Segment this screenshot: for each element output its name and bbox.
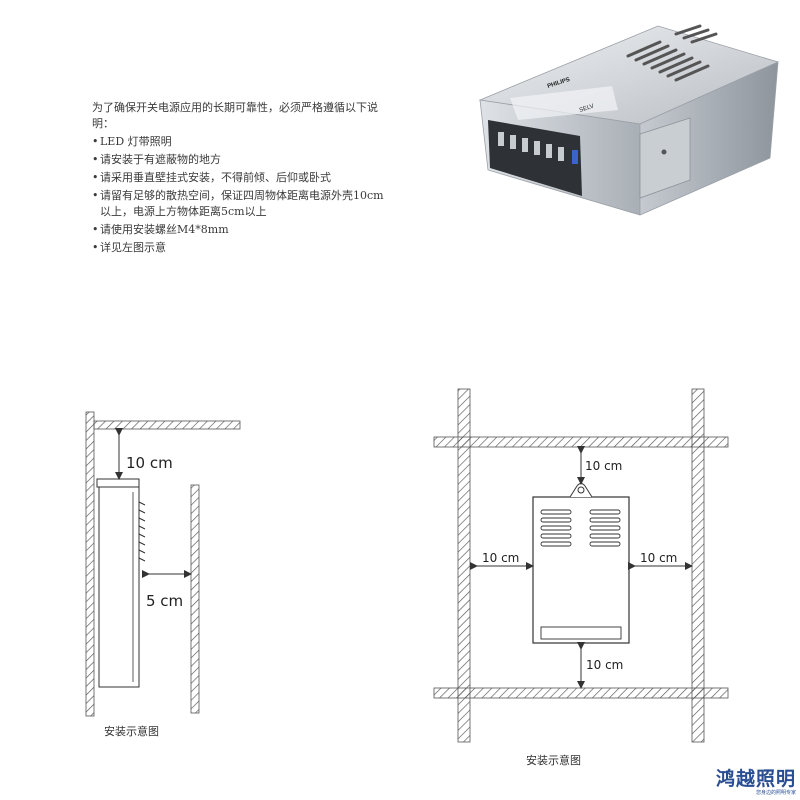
bottom-beam — [433, 687, 729, 699]
right-wall — [190, 484, 200, 714]
front-diagram-caption: 安装示意图 — [526, 754, 581, 767]
side-diagram-caption: 安装示意图 — [104, 725, 159, 738]
left-wall — [85, 411, 95, 717]
instruction-item: LED 灯带照明 — [92, 134, 392, 150]
side-top-clearance-label: 10 cm — [126, 454, 173, 472]
power-supply-side — [98, 486, 140, 688]
installation-instructions: 为了确保开关电源应用的长期可靠性，必须严格遵循以下说明： LED 灯带照明 请安… — [92, 100, 392, 258]
front-left-clearance-label: 10 cm — [482, 551, 519, 565]
logo-name: 鸿越照明 — [715, 768, 796, 790]
top-beam — [433, 436, 729, 448]
instruction-item: 请安装于有遮蔽物的地方 — [92, 152, 392, 168]
side-gap-clearance-label: 5 cm — [146, 592, 183, 610]
front-bottom-clearance-label: 10 cm — [586, 658, 623, 672]
instruction-item: 详见左图示意 — [92, 240, 392, 256]
instructions-list: LED 灯带照明 请安装于有遮蔽物的地方 请采用垂直壁挂式安装，不得前倾、后仰或… — [92, 134, 392, 256]
instructions-lead: 为了确保开关电源应用的长期可靠性，必须严格遵循以下说明： — [92, 101, 378, 130]
front-top-clearance-label: 10 cm — [585, 459, 622, 473]
front-right-clearance-label: 10 cm — [640, 551, 677, 565]
instruction-item: 请使用安装螺丝M4*8mm — [92, 222, 392, 238]
instruction-item: 请采用垂直壁挂式安装，不得前倾、后仰或卧式 — [92, 170, 392, 186]
instruction-item: 请留有足够的散热空间，保证四周物体距离电源外壳10cm以上，电源上方物体距离5c… — [92, 188, 392, 220]
logo-slogan: 您身边的照明专家 — [755, 790, 796, 796]
company-logo: 鸿越照明 您身边的照明专家 — [704, 768, 796, 797]
ceiling — [93, 420, 241, 430]
